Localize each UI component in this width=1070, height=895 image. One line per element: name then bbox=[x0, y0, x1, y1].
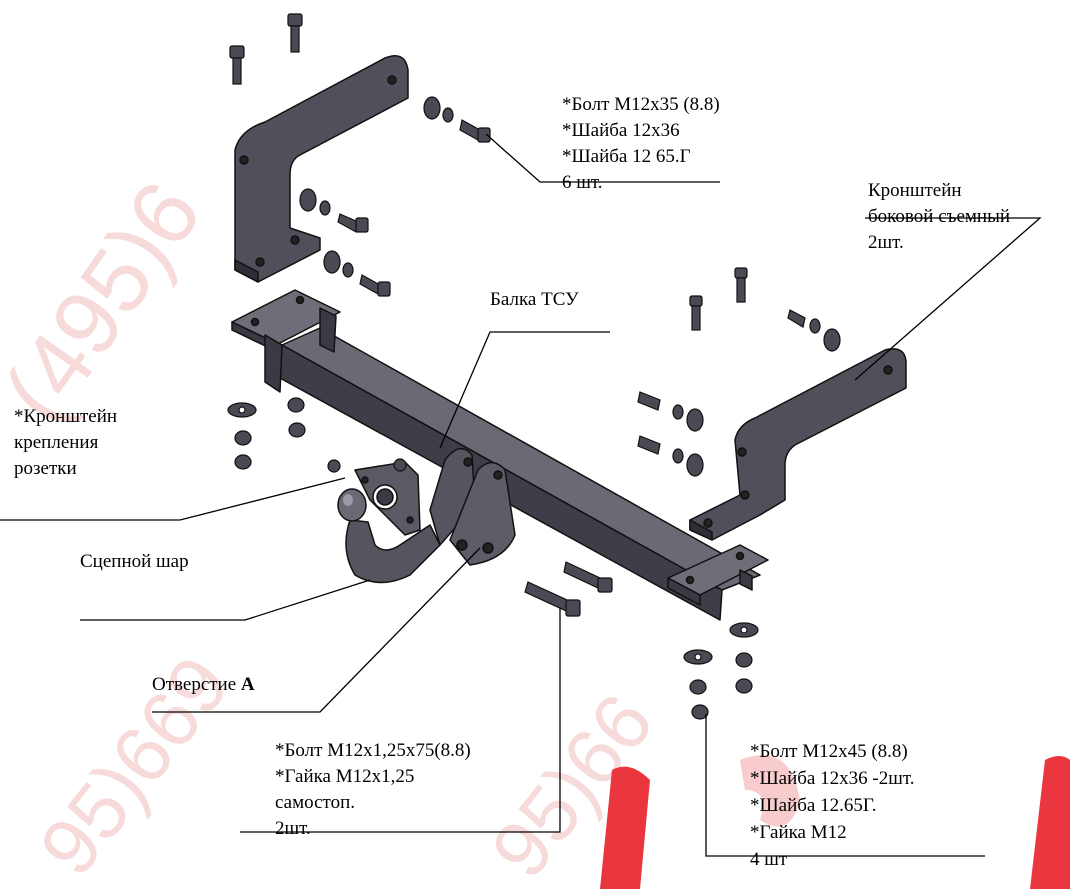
label-hole: Отверстие А bbox=[152, 672, 255, 698]
label-line: боковой съемный bbox=[868, 206, 1011, 227]
label-line: Балка ТСУ bbox=[490, 289, 579, 310]
watermark-logo bbox=[600, 755, 1070, 889]
beam-left-plate bbox=[231, 289, 341, 393]
hitch-ball bbox=[337, 488, 441, 584]
label-line: крепления bbox=[14, 432, 99, 453]
label-line: *Болт М12х35 (8.8) bbox=[562, 94, 720, 115]
label-line: *Шайба 12х36 bbox=[562, 120, 680, 141]
side-bracket-right bbox=[689, 348, 907, 541]
label-beam: Балка ТСУ bbox=[490, 287, 579, 313]
fasteners bbox=[227, 13, 841, 720]
label-line: *Болт М12х1,25х75(8.8) bbox=[275, 740, 471, 761]
label-bolt-bottom: *Болт М12х1,25х75(8.8) *Гайка М12х1,25 с… bbox=[275, 738, 471, 842]
label-line: розетки bbox=[14, 458, 77, 479]
label-line: 2шт. bbox=[275, 818, 311, 839]
hitch-plates bbox=[429, 447, 516, 566]
label-line: 4 шт bbox=[750, 849, 788, 870]
label-bolt-right: *Болт М12х45 (8.8) *Шайба 12х36 -2шт. *Ш… bbox=[750, 738, 914, 873]
label-bolt-top: *Болт М12х35 (8.8) *Шайба 12х36 *Шайба 1… bbox=[562, 92, 720, 196]
label-socket-bracket: *Кронштейн крепления розетки bbox=[14, 404, 117, 482]
side-bracket-left bbox=[234, 55, 409, 283]
label-ball: Сцепной шар bbox=[80, 549, 189, 575]
label-line: 6 шт. bbox=[562, 172, 603, 193]
beam-right-plate bbox=[667, 544, 769, 606]
label-line: *Болт М12х45 (8.8) bbox=[750, 741, 908, 762]
label-line: самостоп. bbox=[275, 792, 355, 813]
label-hole-text: Отверстие bbox=[152, 674, 241, 695]
socket-bracket bbox=[354, 461, 421, 536]
label-hole-letter: А bbox=[240, 674, 255, 695]
label-line: *Кронштейн bbox=[14, 406, 118, 427]
label-line: *Гайка М12 bbox=[750, 822, 847, 843]
leader-lines bbox=[0, 133, 1042, 857]
label-line: *Шайба 12х36 -2шт. bbox=[750, 768, 915, 789]
label-line: *Гайка М12х1,25 bbox=[275, 766, 415, 787]
label-line: *Шайба 12.65Г. bbox=[750, 795, 877, 816]
label-side-bracket: Кронштейн боковой съемный 2шт. bbox=[868, 178, 1010, 256]
label-line: 2шт. bbox=[868, 232, 904, 253]
label-line: *Шайба 12 65.Г bbox=[562, 146, 691, 167]
label-line: Кронштейн bbox=[868, 180, 962, 201]
label-line: Сцепной шар bbox=[80, 551, 189, 572]
